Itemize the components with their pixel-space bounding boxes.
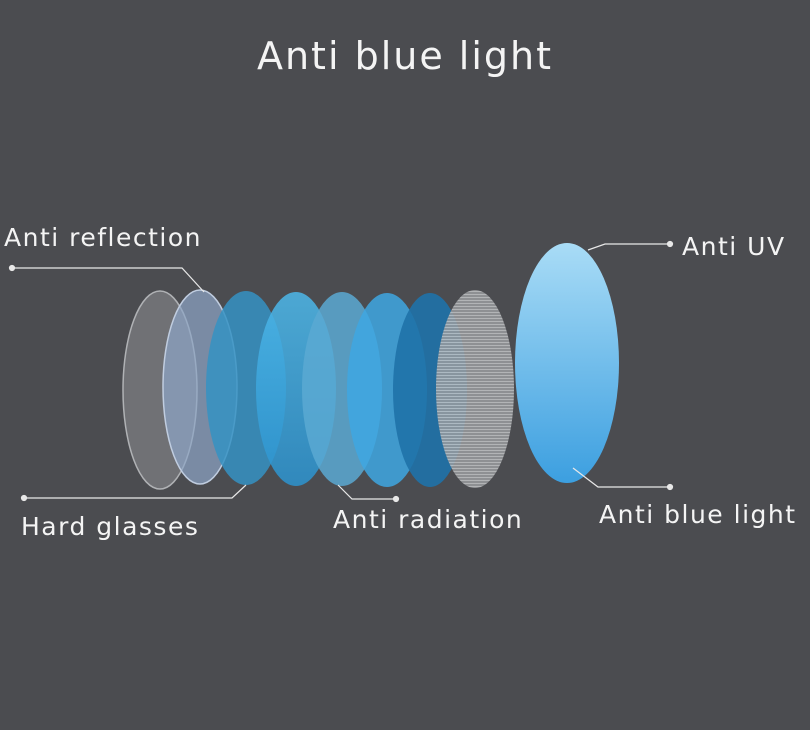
label-anti-uv: Anti UV — [682, 232, 786, 261]
leader-dot-anti-reflection — [8, 264, 16, 272]
leader-line-anti-blue-light — [572, 467, 670, 488]
leader-line-hard-glasses — [24, 484, 247, 499]
leader-dot-anti-radiation — [392, 495, 400, 503]
leader-dot-anti-uv — [666, 240, 674, 248]
leader-line-anti-uv — [587, 243, 670, 251]
label-anti-blue-light: Anti blue light — [599, 500, 797, 529]
label-anti-reflection: Anti reflection — [4, 223, 203, 252]
label-hard-glasses: Hard glasses — [21, 512, 200, 541]
leader-dot-hard-glasses — [20, 494, 28, 502]
leader-dot-anti-blue-light — [666, 483, 674, 491]
label-anti-radiation: Anti radiation — [333, 505, 524, 534]
leader-line-anti-reflection — [12, 267, 205, 293]
lens-anti-blue-light — [515, 243, 619, 483]
diagram-title: Anti blue light — [256, 34, 554, 78]
lens-layer-striped — [436, 290, 514, 488]
leader-line-anti-radiation — [337, 484, 396, 500]
